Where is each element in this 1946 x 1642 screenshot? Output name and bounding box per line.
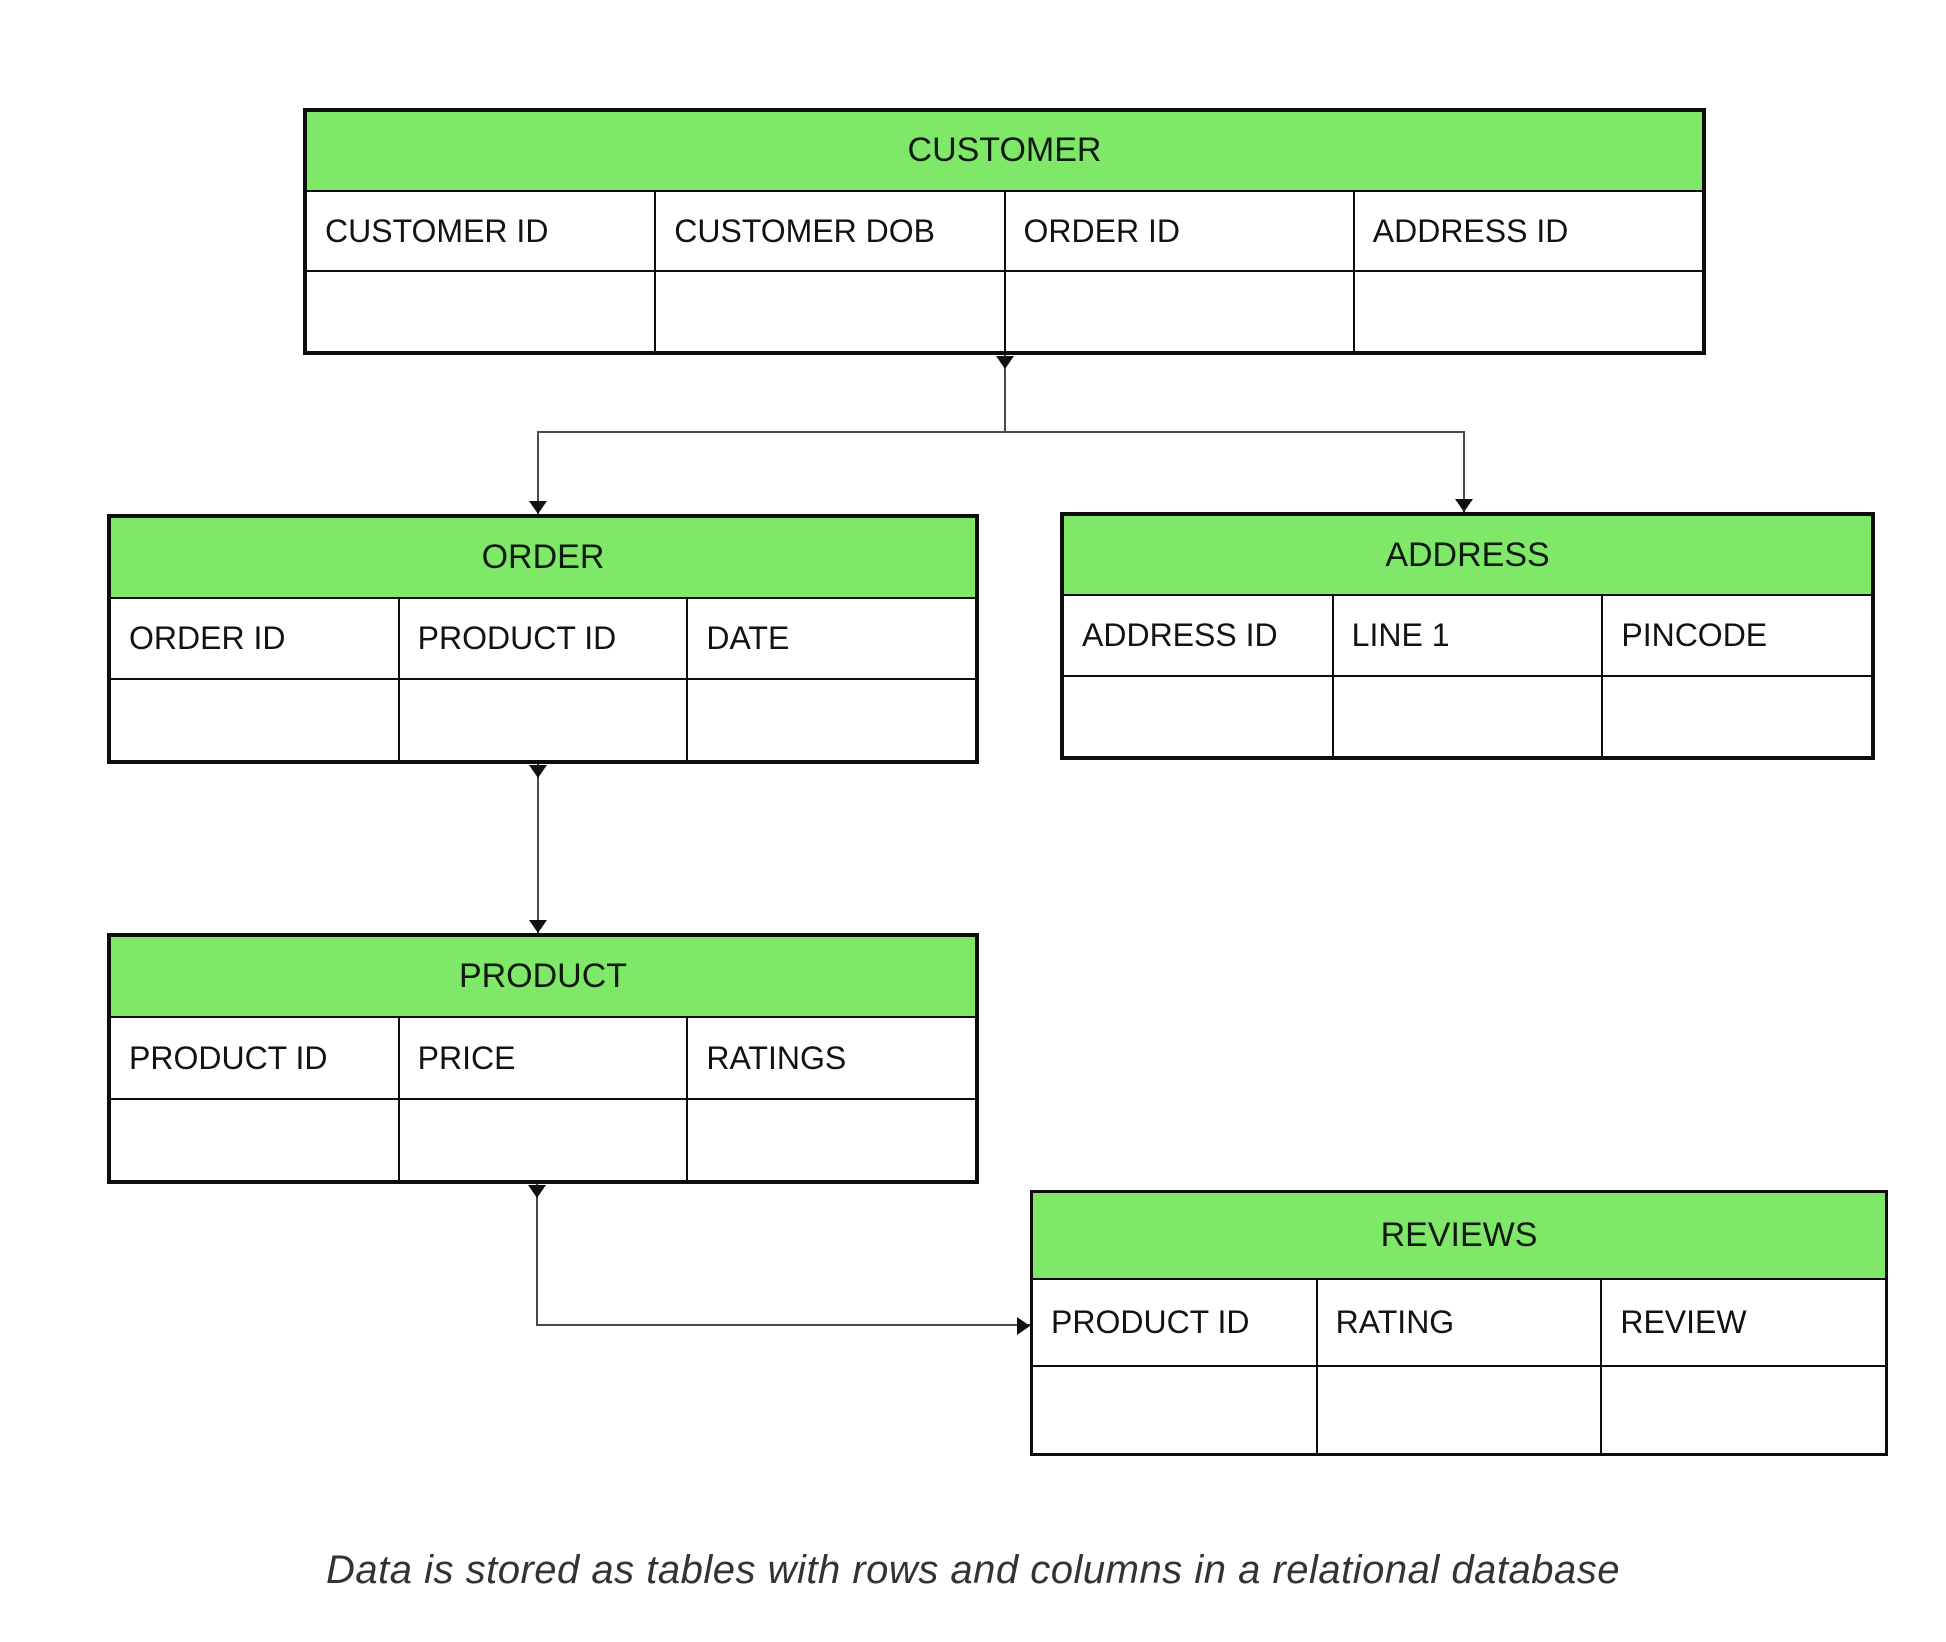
empty-row — [1033, 1367, 1885, 1454]
empty-cell — [1064, 677, 1334, 756]
empty-row — [111, 1100, 975, 1180]
column-header-cell: PINCODE — [1621, 617, 1768, 654]
column-header-cell: CUSTOMER DOB — [656, 191, 1006, 271]
table-title: CUSTOMER — [307, 112, 1702, 192]
table-title: REVIEWS — [1033, 1193, 1885, 1280]
empty-cell — [1334, 677, 1604, 756]
connector-line-to-reviews — [536, 1324, 1030, 1326]
column-header-cell: PRICE — [400, 1018, 689, 1099]
column-header-row: CUSTOMER ID CUSTOMER DOB ORDER ID ADDRES… — [307, 191, 1702, 273]
table-title: PRODUCT — [111, 937, 975, 1019]
column-header-cell: LINE 1 — [1334, 596, 1604, 676]
empty-cell — [1006, 272, 1355, 351]
connector-line-product-down — [536, 1184, 538, 1326]
empty-cell — [656, 272, 1006, 351]
arrow-down-icon — [529, 765, 547, 778]
arrow-down-icon — [529, 501, 547, 514]
diagram-caption: Data is stored as tables with rows and c… — [326, 1548, 1620, 1592]
column-header-row: ORDER ID PRODUCT ID DATE — [111, 598, 975, 681]
empty-cell — [688, 680, 975, 760]
column-header-cell: REVIEW — [1620, 1304, 1747, 1341]
column-header-cell: ADDRESS ID — [1372, 212, 1569, 249]
arrow-down-icon — [1455, 499, 1473, 512]
empty-cell — [400, 680, 689, 760]
entity-table-product: PRODUCT PRODUCT ID PRICE RATINGS — [107, 933, 979, 1184]
empty-cell — [688, 1100, 975, 1180]
empty-cell — [1602, 1367, 1885, 1453]
table-title: ORDER — [111, 518, 975, 599]
empty-cell — [400, 1100, 689, 1180]
empty-cell — [1033, 1367, 1318, 1454]
connector-line-split — [537, 431, 1465, 433]
connector-line-order-product — [537, 764, 539, 933]
arrow-right-icon — [1017, 1317, 1030, 1335]
connector-line-to-order — [537, 433, 539, 514]
column-header-cell: ORDER ID — [1006, 191, 1355, 271]
empty-row — [307, 272, 1702, 351]
empty-cell — [307, 272, 657, 351]
column-header-cell: RATINGS — [706, 1039, 847, 1076]
column-header-cell: PRODUCT ID — [1033, 1279, 1318, 1366]
empty-cell — [1603, 677, 1871, 756]
column-header-row: ADDRESS ID LINE 1 PINCODE — [1064, 596, 1871, 678]
empty-cell — [1318, 1367, 1603, 1454]
column-header-row: PRODUCT ID PRICE RATINGS — [111, 1018, 975, 1101]
column-header-cell: PRODUCT ID — [400, 598, 689, 679]
column-header-row: PRODUCT ID RATING REVIEW — [1033, 1279, 1885, 1368]
empty-row — [1064, 677, 1871, 756]
column-header-cell: ADDRESS ID — [1064, 596, 1334, 676]
column-header-cell: ORDER ID — [111, 598, 400, 679]
column-header-cell: DATE — [706, 620, 790, 657]
empty-cell — [111, 1100, 400, 1180]
empty-cell — [1355, 272, 1702, 351]
entity-table-customer: CUSTOMER CUSTOMER ID CUSTOMER DOB ORDER … — [303, 108, 1706, 355]
table-title: ADDRESS — [1064, 516, 1871, 597]
arrow-down-icon — [529, 920, 547, 933]
entity-table-order: ORDER ORDER ID PRODUCT ID DATE — [107, 514, 979, 764]
column-header-cell: PRODUCT ID — [111, 1018, 400, 1099]
column-header-cell: CUSTOMER ID — [307, 191, 657, 271]
entity-table-address: ADDRESS ADDRESS ID LINE 1 PINCODE — [1060, 512, 1875, 760]
connector-line-to-address — [1463, 433, 1465, 512]
empty-cell — [111, 680, 400, 760]
column-header-cell: RATING — [1318, 1279, 1603, 1366]
empty-row — [111, 680, 975, 760]
arrow-down-icon — [996, 356, 1014, 369]
arrow-down-icon — [528, 1185, 546, 1198]
entity-table-reviews: REVIEWS PRODUCT ID RATING REVIEW — [1030, 1190, 1888, 1456]
connector-line-customer — [1004, 355, 1006, 433]
